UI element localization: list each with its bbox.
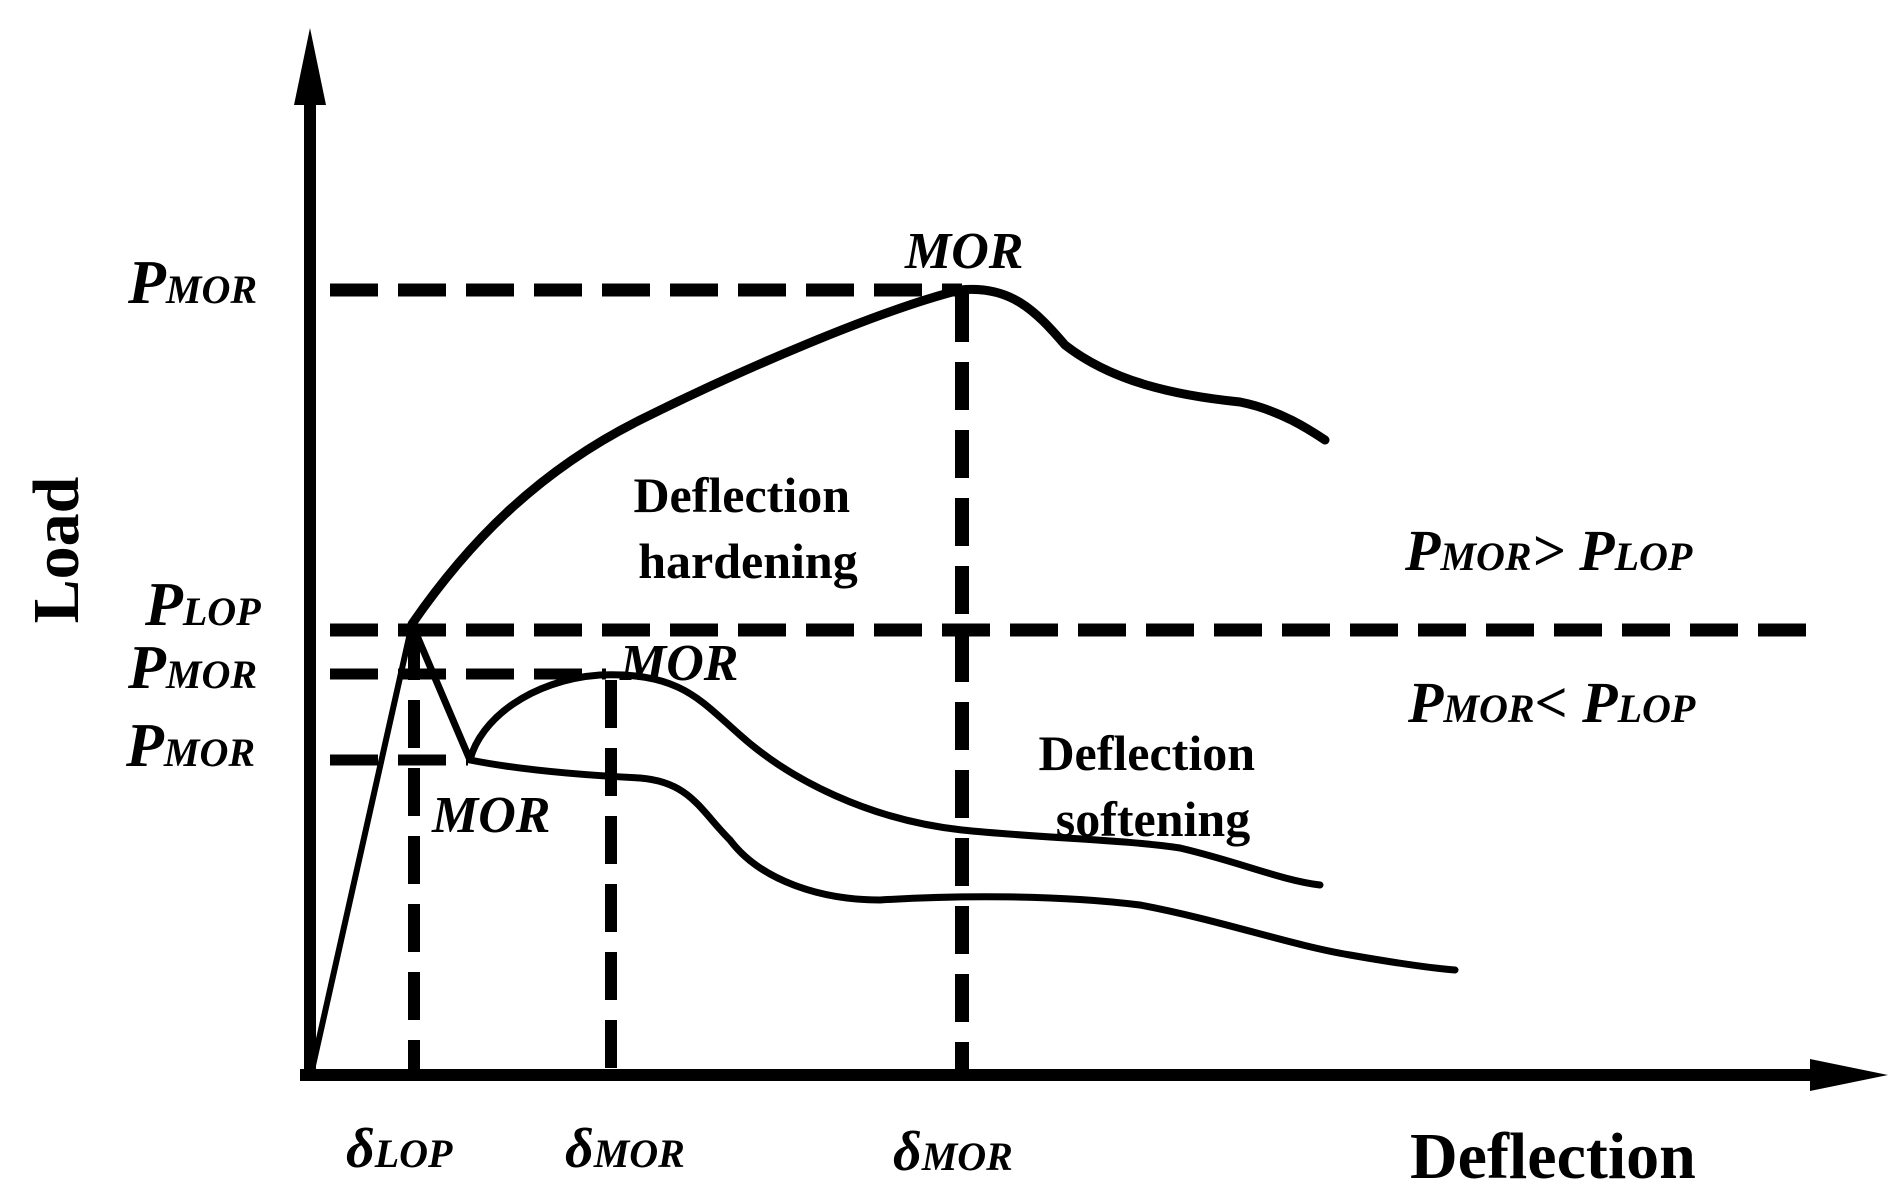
comparison-greater: PMOR> PLOP	[1404, 518, 1693, 583]
d-mor-2-label: δMOR	[893, 1121, 1013, 1183]
elastic-linear-segment	[309, 621, 415, 1073]
mor-mid-annotation: MOR	[619, 635, 738, 692]
softening-curve-lower	[466, 756, 1459, 974]
y-axis-title: Load	[20, 477, 93, 624]
axes	[294, 28, 1888, 1091]
softening-curve-upper	[408, 620, 1324, 889]
x-axis-title: Deflection	[1410, 1120, 1696, 1193]
comparison-less: PMOR< PLOP	[1407, 670, 1696, 735]
curves	[309, 284, 1459, 1073]
hardening-curve	[407, 284, 1330, 629]
y-axis-arrow	[294, 28, 326, 105]
mor-low-annotation: MOR	[431, 787, 550, 844]
hardening-region-label: Deflection hardening	[633, 467, 862, 589]
d-mor-1-label: δMOR	[565, 1118, 685, 1180]
mor-top-annotation: MOR	[904, 223, 1023, 280]
p-mor-low-label: PMOR	[125, 712, 255, 780]
p-mor-mid-label: PMOR	[127, 634, 257, 702]
softening-region-label: Deflection softening	[1038, 725, 1267, 847]
d-lop-label: δLOP	[346, 1118, 453, 1180]
x-axis-arrow	[1810, 1059, 1888, 1091]
p-mor-top-label: PMOR	[127, 249, 257, 317]
reference-lines	[330, 283, 1808, 1070]
p-lop-label: PLOP	[144, 571, 261, 639]
